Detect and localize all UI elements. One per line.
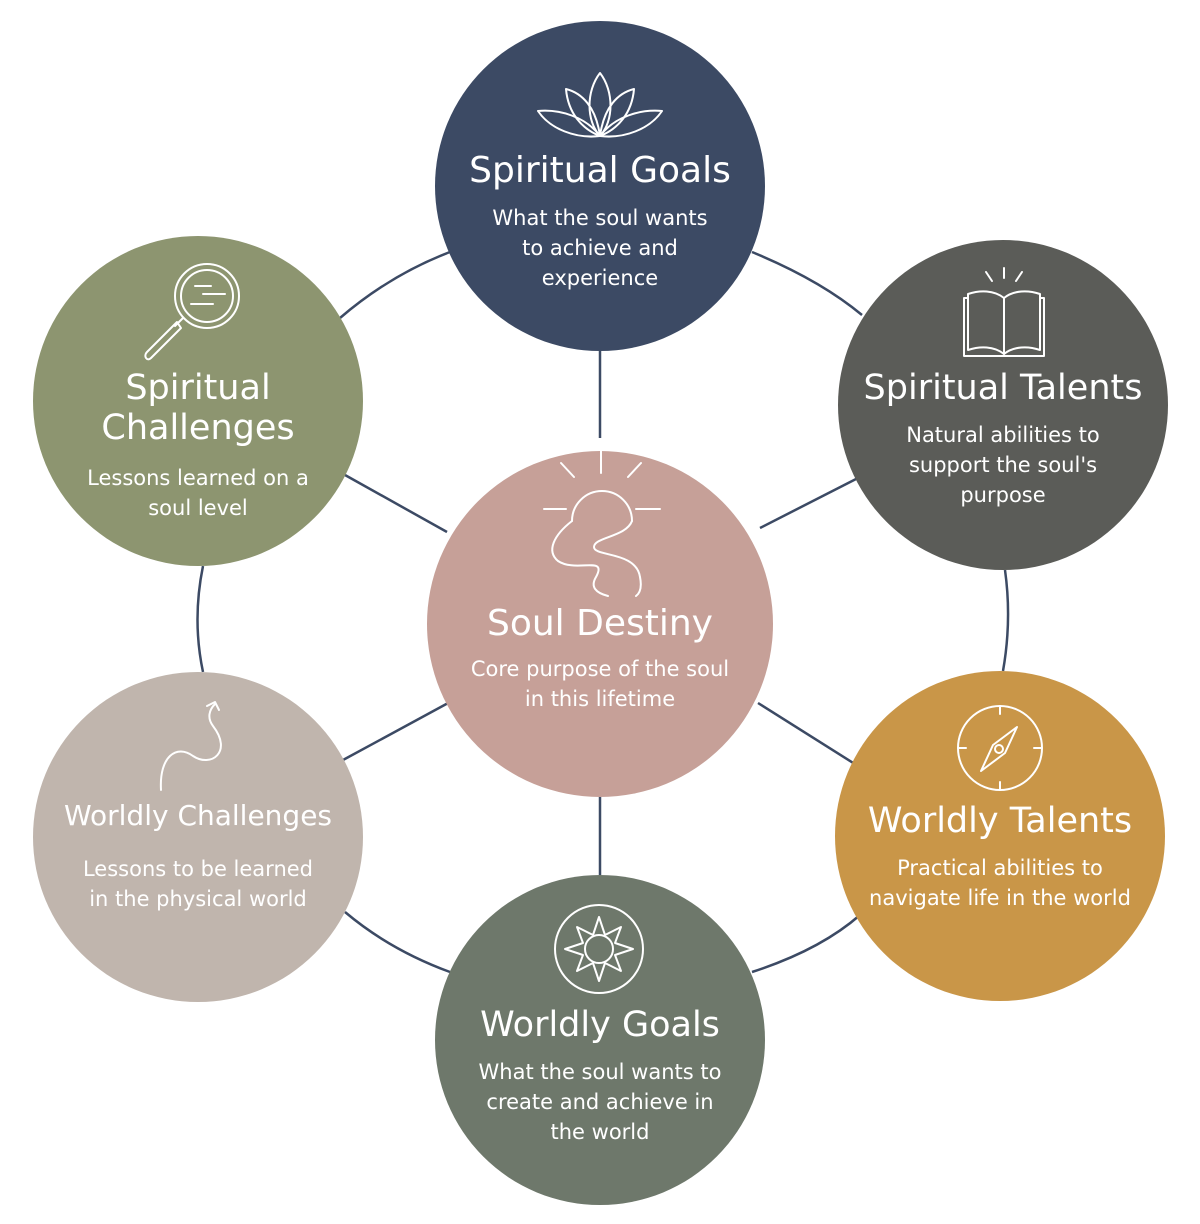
compass-icon [957, 705, 1043, 791]
spoke-wc [342, 700, 451, 762]
ring-arc-st-wt [1001, 569, 1010, 672]
node-worldly-goals: Worldly Goals What the soul wants to cre… [435, 875, 765, 1205]
node-description: Core purpose of the soul in this lifetim… [470, 657, 730, 711]
node-title: Spiritual Challenges [101, 368, 295, 449]
lotus-icon [537, 72, 663, 138]
node-title: Worldly Goals [480, 1005, 720, 1045]
ring-arc-wc-sc [196, 565, 205, 673]
spoke-st [759, 476, 859, 530]
node-worldly-challenges: Worldly Challenges Lessons to be learned… [33, 672, 363, 1002]
node-description: What the soul wants to achieve and exper… [492, 206, 708, 290]
node-description: Practical abilities to navigate life in … [869, 856, 1131, 910]
node-worldly-talents: Worldly Talents Practical abilities to n… [835, 671, 1165, 1001]
node-description: Natural abilities to support the soul's … [906, 423, 1100, 507]
node-description: What the soul wants to create and achiev… [478, 1060, 722, 1144]
sunrise-path-icon [543, 450, 661, 597]
spoke-wt [757, 701, 859, 768]
spoke-sc [344, 473, 448, 534]
node-spiritual-goals: Spiritual Goals What the soul wants to a… [435, 21, 765, 351]
node-description: Lessons to be learned in the physical wo… [82, 857, 314, 911]
ring-arc-wt-wg [751, 914, 861, 974]
winding-arrow-icon [159, 701, 222, 791]
magnifying-glass-icon [144, 263, 240, 361]
node-title: Soul Destiny [486, 603, 713, 644]
open-book-icon [963, 267, 1045, 357]
ring-arc-sg-st [751, 250, 863, 316]
node-title: Spiritual Goals [469, 150, 731, 191]
node-spiritual-challenges: Spiritual Challenges Lessons learned on … [33, 236, 363, 566]
node-description: Lessons learned on a soul level [87, 466, 309, 520]
mandala-icon [554, 904, 644, 994]
ring-arc-wg-wc [344, 911, 451, 974]
node-title: Spiritual Talents [863, 368, 1143, 408]
node-soul-destiny: Soul Destiny Core purpose of the soul in… [427, 450, 773, 797]
node-title: Worldly Talents [867, 801, 1133, 841]
node-title: Worldly Challenges [63, 799, 333, 832]
node-spiritual-talents: Spiritual Talents Natural abilities to s… [838, 240, 1168, 570]
ring-arc-sc-sg [339, 250, 451, 319]
